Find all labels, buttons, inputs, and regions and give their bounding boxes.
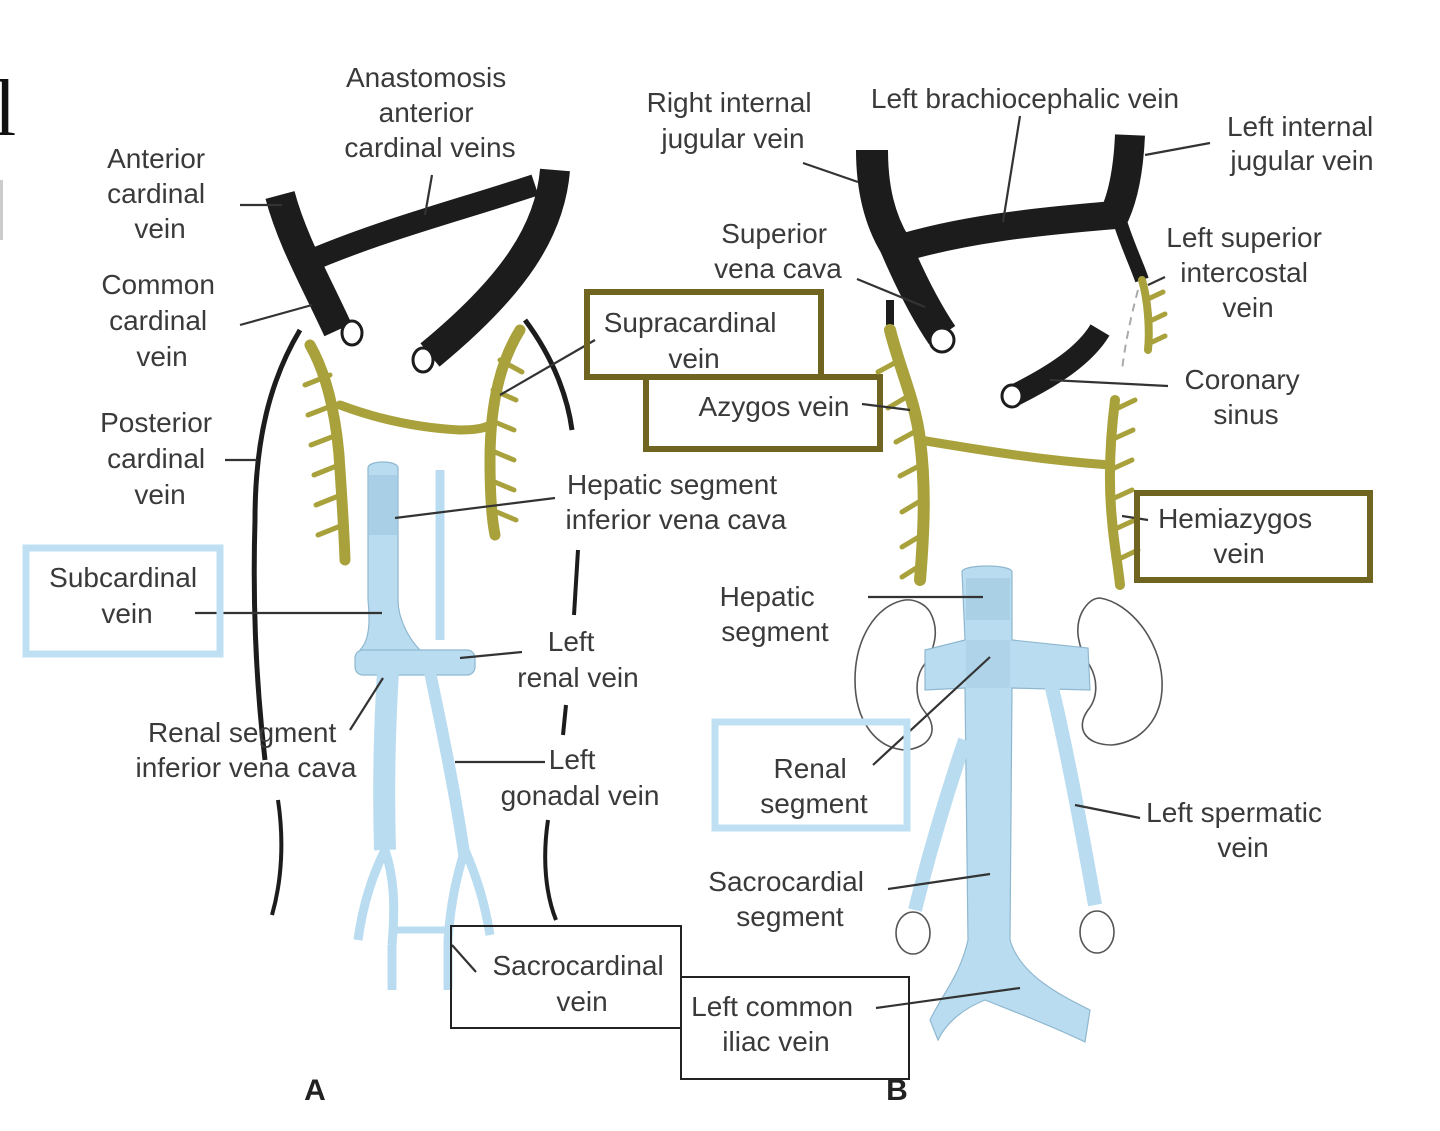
- box-renal-segment: [711, 718, 911, 832]
- subcardinal-anastomosis: [354, 649, 476, 676]
- label-superior-vena-cava: Superior vena cava: [714, 218, 842, 284]
- edge-bar: [0, 180, 3, 240]
- leader-renal-segment-ivc: [349, 677, 384, 731]
- label-hemiazygos-vein: Hemiazygos vein: [1158, 503, 1320, 569]
- panel-b: Right internal jugular vein Left brachio…: [647, 83, 1381, 1107]
- label-left-renal-vein: Left renal vein: [517, 626, 638, 693]
- left-posterior-cardinal-seg3: [543, 819, 558, 921]
- right-internal-jugular-vein: [856, 149, 909, 254]
- leader-left-common-iliac: [875, 986, 1021, 1010]
- intercostal-tributaries: [1143, 289, 1168, 347]
- label-renal-segment-ivc: Renal segment inferior vena cava: [135, 717, 356, 783]
- label-left-common-iliac-vein: Left common iliac vein: [691, 991, 861, 1057]
- label-coronary-sinus: Coronary sinus: [1185, 364, 1308, 430]
- right-supracardinal-tributaries: [302, 372, 346, 538]
- azygos-tributaries: [875, 357, 925, 580]
- left-sacrocardinal-lower-b: [460, 848, 495, 936]
- leader-supracardinal: [499, 339, 596, 396]
- leader-left-brachiocephalic: [1001, 115, 1022, 223]
- renal-segment-ivc: [373, 671, 399, 851]
- right-sacrocardinal-lower-a: [353, 847, 390, 941]
- supracardinal-anastomosis: [335, 400, 495, 435]
- leader-sacrocardinal: [451, 944, 477, 973]
- coronary-sinus: [1010, 323, 1110, 405]
- label-posterior-cardinal-vein: Posterior cardinal vein: [100, 407, 220, 510]
- hepatic-segment-shading-b: [966, 578, 1010, 620]
- label-common-cardinal-vein: Common cardinal vein: [101, 269, 222, 372]
- leader-anastomosis: [423, 174, 434, 216]
- label-left-internal-jugular-vein: Left internal jugular vein: [1227, 111, 1381, 176]
- right-sacrocardinal-lower-b: [380, 848, 399, 946]
- anastomosis-anterior-cardinal: [295, 174, 539, 276]
- left-superior-intercostal-upper: [1111, 213, 1149, 283]
- leader-left-renal: [459, 650, 523, 660]
- label-subcardinal-vein: Subcardinal vein: [49, 562, 205, 629]
- label-supracardinal-vein: Supracardinal vein: [604, 307, 785, 374]
- panel-label-a: A: [304, 1074, 326, 1107]
- leader-left-spermatic: [1074, 803, 1141, 820]
- hepatic-segment-shading: [368, 475, 398, 535]
- leader-superior-vena-cava: [856, 277, 926, 309]
- label-anterior-cardinal-vein: Anterior cardinal vein: [107, 143, 213, 244]
- right-testis: [895, 911, 931, 955]
- edge-fragment: l: [0, 65, 16, 153]
- left-superior-intercostal-vein: [1138, 276, 1153, 354]
- left-kidney: [1077, 597, 1163, 746]
- box-azygos: [643, 374, 883, 452]
- obliterated-segment: [1121, 289, 1139, 371]
- label-sacrocardial-segment: Sacrocardial segment: [708, 866, 871, 932]
- label-sacrocardinal-vein: Sacrocardinal vein: [493, 950, 672, 1017]
- leader-coronary-sinus: [1049, 378, 1169, 388]
- label-left-brachiocephalic-vein: Left brachiocephalic vein: [871, 83, 1179, 114]
- label-left-spermatic-vein: Left spermatic vein: [1146, 797, 1330, 863]
- box-hemiazygos: [1134, 490, 1373, 583]
- label-hepatic-segment-ivc: Hepatic segment inferior vena cava: [565, 469, 786, 535]
- left-testis: [1079, 910, 1115, 954]
- left-posterior-cardinal-seg2: [561, 704, 568, 736]
- label-anastomosis: Anastomosis anterior cardinal veins: [344, 62, 515, 163]
- leader-right-internal-jugular: [802, 161, 859, 184]
- box-subcardinal: [22, 544, 224, 658]
- label-left-gonadal-vein: Left gonadal vein: [501, 744, 660, 811]
- label-left-superior-intercostal-vein: Left superior intercostal vein: [1166, 222, 1329, 323]
- left-sacrocardinal-lower-a: [443, 848, 470, 941]
- right-posterior-cardinal-vein-lower: [270, 799, 284, 916]
- leader-hepatic-segment-ivc: [394, 496, 556, 520]
- renal-segment-shading-b: [966, 640, 1010, 688]
- label-hepatic-segment: Hepatic segment: [720, 581, 829, 647]
- left-posterior-cardinal-vein: [522, 318, 575, 431]
- right-common-cardinal-end: [340, 319, 364, 347]
- panel-label-b: B: [886, 1074, 908, 1107]
- leader-common-cardinal: [239, 303, 313, 327]
- leader-left-internal-jugular: [1144, 141, 1211, 157]
- box-left-common-iliac: [680, 976, 910, 1080]
- label-renal-segment: Renal segment: [760, 753, 868, 819]
- left-supracardinal-tributaries: [487, 357, 525, 523]
- left-common-cardinal-end: [411, 346, 435, 374]
- azygos-hemiazygos-anastomosis: [915, 435, 1115, 470]
- right-kidney: [854, 599, 937, 751]
- left-internal-jugular-vein: [1098, 134, 1145, 228]
- label-right-internal-jugular-vein: Right internal jugular vein: [647, 87, 820, 154]
- left-brachiocephalic-vein: [890, 201, 1117, 264]
- left-posterior-cardinal-seg1: [572, 549, 580, 616]
- leader-sacrocardial-segment: [887, 872, 991, 891]
- leader-azygos: [861, 402, 911, 412]
- left-gonadal-vein: [424, 670, 471, 861]
- left-anterior-cardinal-vein: [420, 168, 570, 367]
- svc-end: [928, 326, 956, 354]
- left-spermatic-vein: [1043, 678, 1102, 907]
- coronary-sinus-end: [1000, 383, 1024, 409]
- leader-left-superior-intercostal: [1147, 276, 1166, 286]
- hemiazygos-vein: [1104, 395, 1125, 590]
- label-azygos-vein: Azygos vein: [699, 391, 850, 422]
- panel-a: Anastomosis anterior cardinal veins Ante…: [22, 62, 883, 1107]
- right-spermatic-vein: [908, 737, 972, 912]
- right-posterior-cardinal-vein: [251, 328, 303, 761]
- leader-renal-segment: [872, 656, 991, 766]
